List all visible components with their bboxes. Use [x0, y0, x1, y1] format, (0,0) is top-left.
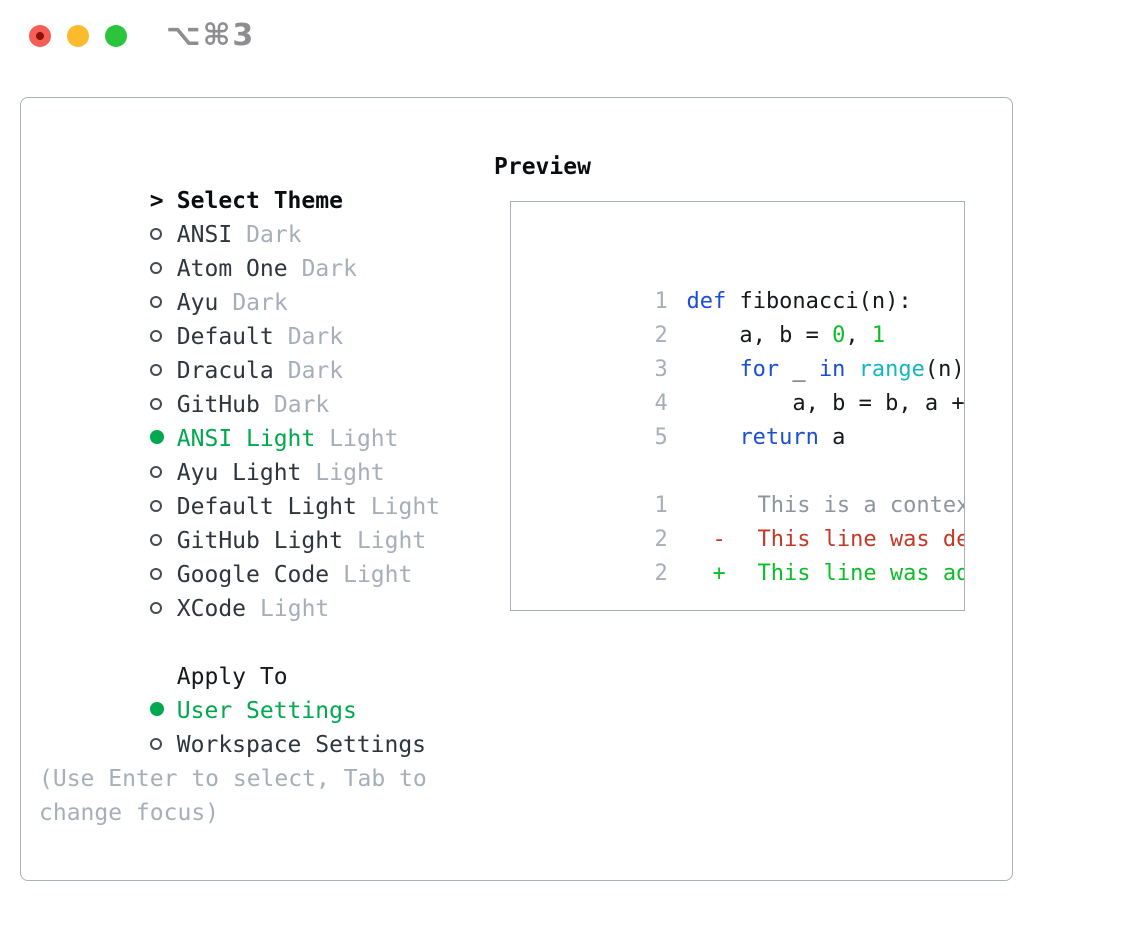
- apply-option-label: Workspace Settings: [176, 732, 427, 758]
- line-number: 2: [654, 527, 668, 552]
- apply-option-workspace-settings[interactable]: Workspace Settings: [39, 694, 459, 758]
- theme-name: Default: [176, 324, 274, 350]
- diff-line-deleted: 2 - This line was deleted.: [522, 489, 964, 552]
- diff-marker: -: [712, 527, 726, 552]
- radio-icon: [149, 364, 162, 376]
- select-theme-header: > Select Theme: [39, 150, 459, 214]
- theme-name: XCode: [176, 596, 247, 622]
- theme-variant: Dark: [287, 358, 344, 384]
- line-number: 5: [654, 425, 668, 450]
- theme-option-default-light[interactable]: Default Light Light: [39, 456, 459, 520]
- code-line: 3 for _ in range(n):: [522, 319, 964, 382]
- theme-name: GitHub: [176, 392, 260, 418]
- radio-icon: [149, 534, 162, 546]
- apply-option-label: User Settings: [176, 698, 357, 724]
- theme-variant: Light: [329, 426, 399, 452]
- line-number: 2: [654, 323, 668, 348]
- theme-variant: Dark: [301, 256, 357, 282]
- preview-title: Preview: [494, 154, 591, 180]
- radio-icon: [149, 602, 162, 614]
- radio-icon: [149, 330, 162, 342]
- line-number: 1: [654, 493, 668, 518]
- line-number: 4: [654, 391, 668, 416]
- theme-variant: Light: [343, 562, 413, 588]
- radio-icon: [149, 500, 162, 512]
- radio-icon: [149, 568, 162, 580]
- theme-name: Google Code: [176, 562, 330, 588]
- theme-name: ANSI: [176, 222, 233, 248]
- theme-name: Ayu: [176, 290, 219, 316]
- theme-name: Default Light: [176, 494, 357, 520]
- theme-variant: Dark: [232, 290, 288, 316]
- focus-caret-icon: >: [149, 188, 164, 214]
- theme-name: GitHub Light: [176, 528, 343, 554]
- theme-option-ayu-light[interactable]: Ayu Light Light: [39, 422, 459, 486]
- theme-option-ansi[interactable]: ANSI Dark: [39, 184, 459, 248]
- theme-variant: Light: [315, 460, 385, 486]
- theme-option-github-light[interactable]: GitHub Light Light: [39, 490, 459, 554]
- theme-variant: Light: [356, 528, 427, 554]
- minimize-button[interactable]: [67, 25, 89, 47]
- help-text: (Use Enter to select, Tab to change focu…: [39, 766, 427, 826]
- apply-option-user-settings[interactable]: User Settings: [39, 660, 459, 724]
- code-line: 2 a, b = 0, 1: [522, 285, 964, 348]
- diff-text: This is a context line.: [757, 493, 964, 518]
- theme-option-dracula[interactable]: Dracula Dark: [39, 320, 459, 384]
- line-number: 2: [654, 561, 668, 586]
- theme-option-ayu[interactable]: Ayu Dark: [39, 252, 459, 316]
- theme-variant: Light: [370, 494, 441, 520]
- zoom-button[interactable]: [105, 25, 127, 47]
- radio-selected-icon: [149, 430, 164, 444]
- close-button[interactable]: [29, 25, 51, 47]
- window-title: ⌥⌘3: [166, 18, 256, 53]
- theme-option-github[interactable]: GitHub Dark: [39, 354, 459, 418]
- diff-line-added: 2 + This line was added.: [522, 523, 964, 586]
- theme-variant: Dark: [246, 222, 302, 248]
- theme-name: Ayu Light: [176, 460, 302, 486]
- theme-name: Atom One: [176, 256, 288, 282]
- line-number: 1: [654, 289, 668, 314]
- list-title: Select Theme: [176, 188, 343, 214]
- code-line: 4 a, b = b, a + b: [522, 353, 964, 416]
- radio-icon: [149, 398, 162, 410]
- theme-option-ansi-light[interactable]: ANSI Light Light: [39, 388, 459, 452]
- radio-selected-icon: [149, 702, 164, 716]
- theme-variant: Dark: [273, 392, 330, 418]
- diff-text: This line was deleted.: [757, 527, 964, 552]
- theme-name: ANSI Light: [176, 426, 316, 452]
- theme-name: Dracula: [176, 358, 274, 384]
- radio-icon: [149, 466, 162, 478]
- diff-marker: +: [712, 561, 726, 586]
- theme-option-google-code[interactable]: Google Code Light: [39, 524, 459, 588]
- title-bar: ⌥⌘3: [0, 0, 1140, 72]
- theme-variant: Light: [260, 596, 330, 622]
- theme-variant: Dark: [287, 324, 344, 350]
- diff-text: This line was added.: [757, 561, 964, 586]
- apply-to-header: Apply To: [39, 626, 459, 690]
- code-line: 5 return a: [522, 387, 964, 450]
- theme-option-default[interactable]: Default Dark: [39, 286, 459, 350]
- line-number: 3: [654, 357, 668, 382]
- theme-option-xcode[interactable]: XCode Light: [39, 558, 459, 622]
- radio-icon: [149, 738, 162, 750]
- radio-icon: [149, 228, 162, 240]
- radio-icon: [149, 296, 162, 308]
- diff-marker: [712, 489, 757, 523]
- radio-icon: [149, 262, 162, 274]
- theme-option-atom-one[interactable]: Atom One Dark: [39, 218, 459, 282]
- apply-to-title: Apply To: [176, 664, 288, 690]
- diff-line-context: 1 This is a context line.: [522, 455, 964, 518]
